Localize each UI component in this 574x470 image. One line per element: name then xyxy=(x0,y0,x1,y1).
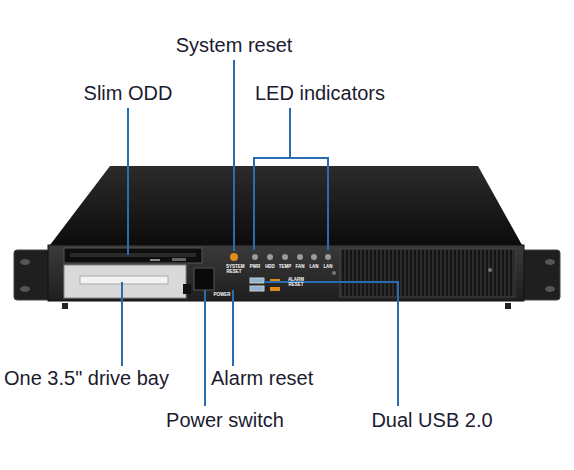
panel-marking: LAN xyxy=(309,265,318,270)
panel-marking: FAN xyxy=(296,265,305,270)
panel-marking: ALARM RESET xyxy=(287,278,305,288)
callout-label: System reset xyxy=(176,34,293,56)
panel-marking: TEMP xyxy=(279,265,292,270)
power-switch xyxy=(194,268,214,290)
rack-ear xyxy=(522,250,560,300)
usb-port xyxy=(250,286,264,291)
callout-label: Alarm reset xyxy=(211,367,313,389)
rack-ear xyxy=(14,250,50,300)
front-panel xyxy=(48,245,524,301)
slim-odd xyxy=(64,248,202,263)
reset-button xyxy=(230,253,238,261)
panel-marking: POWER xyxy=(213,293,230,298)
panel-marking: PWR xyxy=(250,265,261,270)
drive-bay xyxy=(64,265,186,298)
usb-port xyxy=(250,278,264,283)
vent xyxy=(340,249,515,297)
panel-marking: LAN xyxy=(323,265,332,270)
callout-label: LED indicators xyxy=(255,82,385,104)
chassis-top xyxy=(50,166,522,245)
panel-marking: HDD xyxy=(265,265,275,270)
callout-label: Power switch xyxy=(166,409,284,431)
callout-label: Slim ODD xyxy=(84,82,173,104)
callout-label: Dual USB 2.0 xyxy=(371,409,492,431)
panel-marking: SYSTEM RESET xyxy=(226,265,242,275)
callout-label: One 3.5" drive bay xyxy=(4,367,169,389)
leader-lines xyxy=(122,60,398,406)
